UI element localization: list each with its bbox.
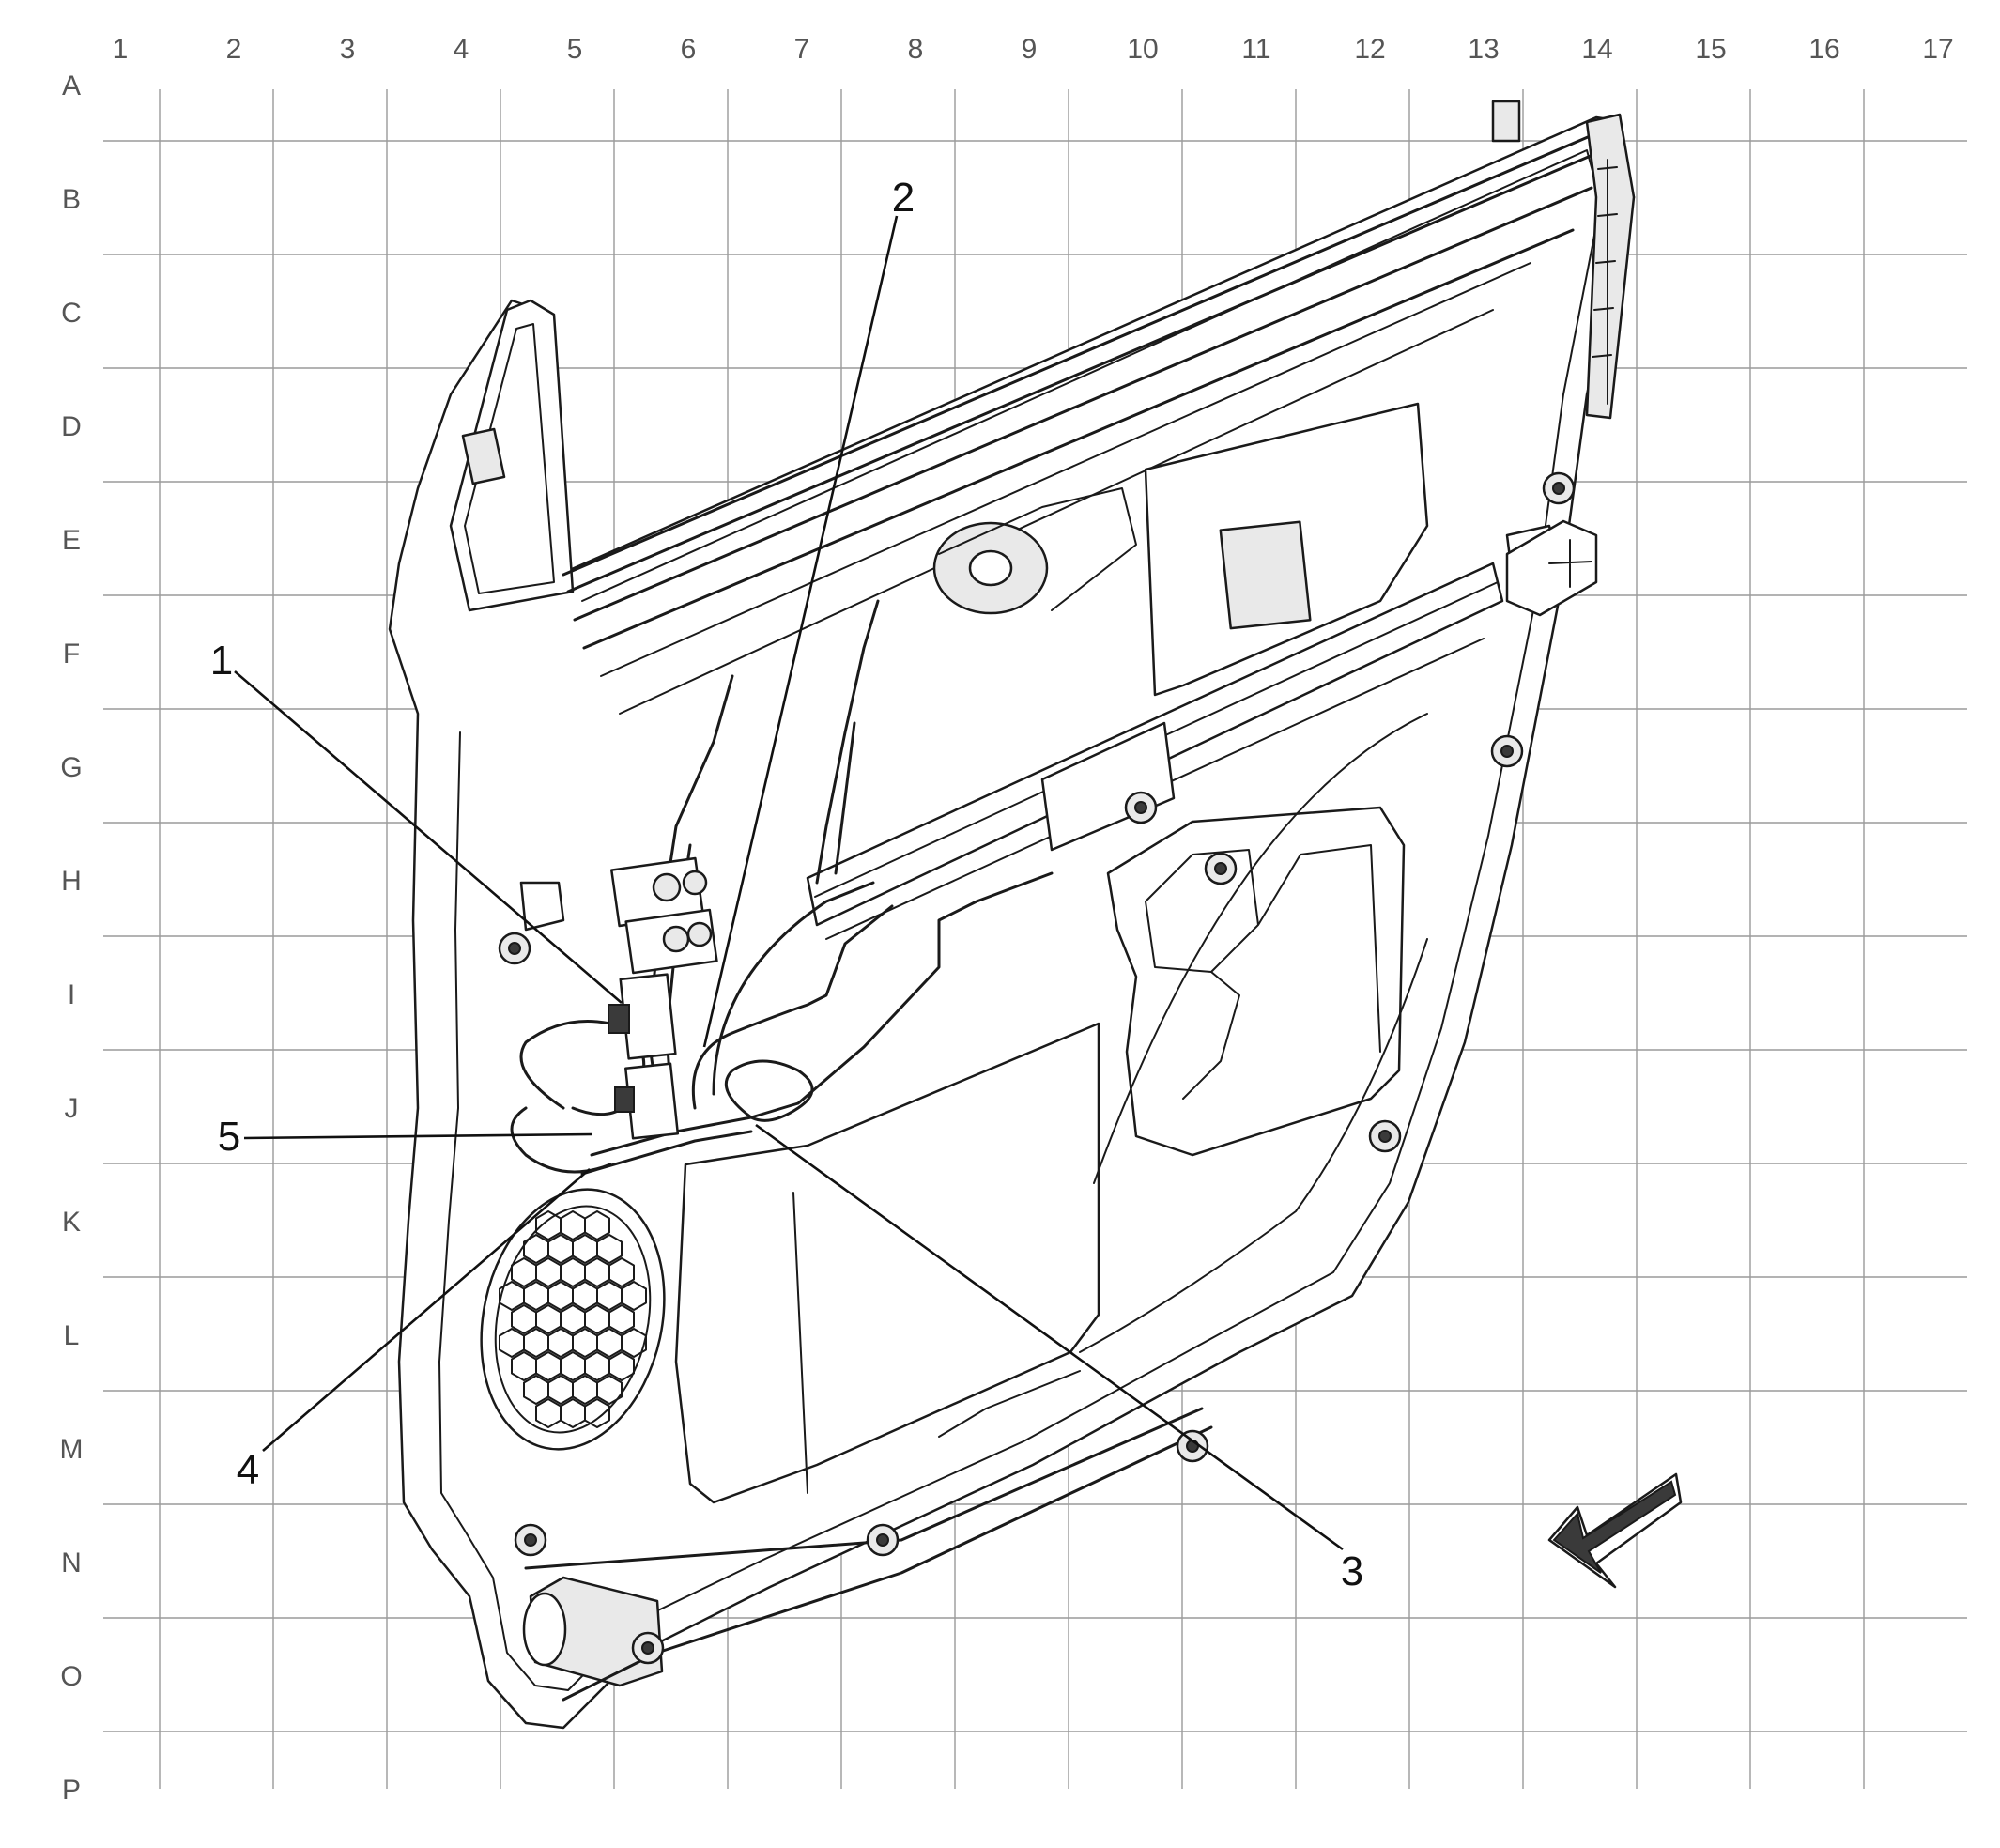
upper-belt-rail-lower [600,262,1531,715]
speaker-grille-cell [608,1351,635,1381]
speaker-grille-cell [596,1234,623,1264]
grid-column-label: 8 [908,34,924,65]
grid-column-label: 6 [681,34,697,65]
grid-row-label: K [62,1207,81,1238]
top-clip [1491,100,1521,143]
fastener-stud [1500,745,1514,758]
leader-2 [702,215,899,1048]
armrest-pocket-inner [1145,844,1381,1100]
grid-column-label: 1 [113,34,129,65]
grid-column-label: 9 [1022,34,1038,65]
fastener-stud [1134,801,1147,814]
fastener-stud [508,942,521,955]
grid-column-label: 13 [1468,34,1499,65]
grid-row-label: A [62,70,81,101]
grid-column-label: 7 [794,34,810,65]
grid-row-label: B [62,184,81,215]
lower-map-pocket-edge [792,1192,1081,1494]
fastener-stud [524,1533,537,1547]
callout-1: 1 [210,638,233,684]
speaker-grille-cell [596,1375,623,1405]
grid-column-label: 14 [1581,34,1612,65]
grid-row-labels: A B C D E F G H I J K L M N O P [60,70,84,1806]
grid-row-label: O [60,1661,82,1692]
grid-column-label: 4 [454,34,469,65]
hinge-side-bracket [519,881,565,932]
speaker-grille-cell [608,1257,635,1287]
window-regulator-motor [932,487,1137,615]
panel-contour-sweep [1079,713,1428,1353]
grid-row-label: M [60,1434,84,1465]
relay-cluster [610,856,718,975]
callout-4: 4 [237,1447,259,1493]
inner-panel-label [1219,520,1312,630]
door-panel-outline [388,116,1636,1730]
grid-row-label: G [60,752,82,783]
leader-1 [234,670,623,1004]
bottom-pull-handle-end [522,1592,567,1667]
grid-column-label: 3 [340,34,356,65]
grid-row-label: D [61,411,82,442]
callout-leaders [234,215,1344,1551]
mirror-sail-inner [464,323,555,594]
grid-row-label: I [68,979,75,1010]
speaker-grille-cell [621,1328,647,1358]
bottom-sill-rail [524,1407,1213,1702]
view-direction-arrow-icon [1547,1472,1683,1589]
callout-labels: 1 2 3 4 5 [210,175,1363,1594]
connector-block-upper [608,973,677,1060]
grid-row-label: C [61,298,82,329]
door-check-box [1505,519,1598,617]
callout-5: 5 [218,1114,240,1160]
grid-row-label: H [61,866,82,897]
leader-4 [262,1168,591,1452]
armrest-pocket [1106,806,1406,1157]
upper-belt-rail [562,130,1606,650]
grid-column-label: 16 [1808,34,1839,65]
callout-3: 3 [1341,1548,1363,1594]
speaker-grille-cell [584,1398,610,1428]
grid-column-label: 11 [1241,34,1270,65]
speaker-grille-cells [499,1210,647,1428]
grid-column-label: 10 [1127,34,1158,65]
mirror-sail-patch [449,299,575,612]
grid-row-label: N [61,1548,82,1578]
upper-pocket-bracket [1040,721,1176,852]
grid-column-label: 17 [1922,34,1953,65]
grid-column-label: 12 [1354,34,1385,65]
fastener-stud [1214,862,1227,875]
grid-row-label: J [65,1093,79,1124]
panel-fasteners [498,471,1576,1665]
grid-column-label: 15 [1695,34,1726,65]
speaker-grille [480,1188,666,1451]
fastener-stud [1552,482,1565,495]
door-check-cross [1548,539,1592,588]
callout-2: 2 [892,175,915,221]
grid-row-label: E [62,525,81,556]
grid-column-label: 2 [226,34,242,65]
lower-map-pocket [674,1022,1100,1504]
grid-row-label: L [64,1320,80,1351]
connector-block-lower [614,1062,680,1140]
leader-3 [755,1123,1344,1551]
speaker-grille-cell [608,1304,635,1334]
grid-row-label: F [63,639,80,670]
fastener-stud [1378,1130,1392,1143]
grid-column-label: 5 [567,34,583,65]
speaker-grille-cell [584,1210,610,1240]
fastener-stud [641,1641,654,1655]
leader-5 [243,1132,592,1140]
door-end-post-slots [1592,159,1618,405]
sail-label-tag [461,427,506,485]
door-panel-assembly [388,100,1636,1730]
speaker-grille-cell [621,1281,647,1311]
grid-row-label: P [62,1775,81,1806]
door-end-post [1585,113,1636,420]
fastener-stud [876,1533,889,1547]
